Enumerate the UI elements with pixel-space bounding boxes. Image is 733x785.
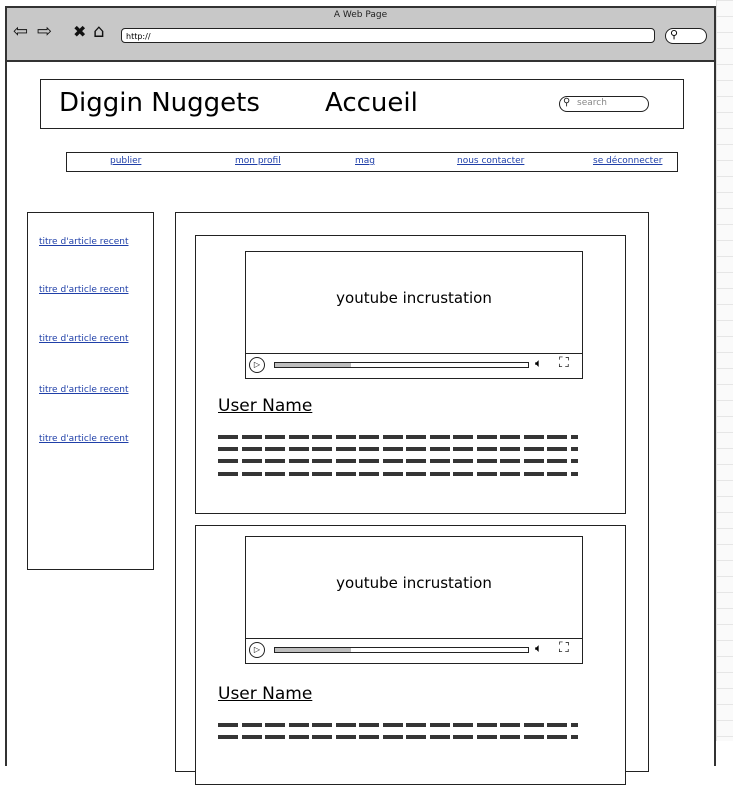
post-text-line [218, 447, 578, 451]
video-embed[interactable]: youtube incrustation ▷ 🔈︎ ⛶ [245, 251, 583, 379]
play-icon[interactable]: ▷ [249, 642, 265, 658]
page-title: Accueil [325, 88, 418, 118]
post-text-line [218, 459, 578, 463]
forward-arrow-icon[interactable]: ⇨ [37, 21, 53, 42]
browser-titlebar: A Web Page ⇦ ⇨ ✖ ⌂ http:// ⚲ [7, 8, 714, 62]
video-controls: ▷ 🔈︎ ⛶ [246, 353, 582, 378]
search-placeholder: search [577, 98, 607, 108]
video-progress-bar[interactable] [274, 647, 529, 653]
video-progress-fill [275, 648, 351, 652]
site-search-input[interactable]: ⚲ search [559, 96, 649, 112]
post-user-name[interactable]: User Name [218, 684, 313, 704]
site-name: Diggin Nuggets [59, 88, 260, 118]
recent-article-link[interactable]: titre d'article recent [39, 237, 129, 247]
recent-article-link[interactable]: titre d'article recent [39, 434, 129, 444]
recent-articles-sidebar: titre d'article recent titre d'article r… [27, 212, 154, 570]
search-icon: ⚲ [670, 28, 679, 41]
search-icon: ⚲ [563, 97, 571, 108]
back-arrow-icon[interactable]: ⇦ [13, 21, 29, 42]
post-text-line [218, 472, 578, 476]
nav-link-mon-profil[interactable]: mon profil [235, 156, 281, 166]
nav-link-publier[interactable]: publier [110, 156, 142, 166]
volume-icon[interactable]: 🔈︎ [535, 356, 543, 370]
recent-article-link[interactable]: titre d'article recent [39, 385, 129, 395]
site-header: Diggin Nuggets Accueil ⚲ search [40, 79, 684, 129]
post-card: youtube incrustation ▷ 🔈︎ ⛶ User Name [195, 525, 626, 785]
stop-icon[interactable]: ✖ [73, 22, 87, 41]
nav-link-mag[interactable]: mag [355, 156, 375, 166]
post-user-name[interactable]: User Name [218, 396, 313, 416]
canvas-grid [716, 0, 733, 741]
video-placeholder-label: youtube incrustation [336, 289, 492, 307]
video-placeholder-label: youtube incrustation [336, 574, 492, 592]
volume-icon[interactable]: 🔈︎ [535, 641, 543, 655]
play-icon[interactable]: ▷ [249, 357, 265, 373]
post-text-line [218, 723, 578, 727]
post-card: youtube incrustation ▷ 🔈︎ ⛶ User Name [195, 235, 626, 514]
browser-window: A Web Page ⇦ ⇨ ✖ ⌂ http:// ⚲ Diggin Nugg… [5, 6, 716, 785]
nav-link-se-deconnecter[interactable]: se déconnecter [593, 156, 663, 166]
window-title: A Web Page [333, 10, 388, 20]
home-icon[interactable]: ⌂ [93, 21, 105, 42]
main-nav: publier mon profil mag nous contacter se… [66, 152, 678, 172]
fullscreen-icon[interactable]: ⛶ [559, 640, 569, 656]
recent-article-link[interactable]: titre d'article recent [39, 285, 129, 295]
post-text-line [218, 435, 578, 439]
fullscreen-icon[interactable]: ⛶ [559, 355, 569, 371]
video-embed[interactable]: youtube incrustation ▷ 🔈︎ ⛶ [245, 536, 583, 664]
main-feed: youtube incrustation ▷ 🔈︎ ⛶ User Name yo… [175, 212, 649, 785]
video-controls: ▷ 🔈︎ ⛶ [246, 638, 582, 663]
url-bar[interactable]: http:// [121, 28, 655, 43]
recent-article-link[interactable]: titre d'article recent [39, 334, 129, 344]
video-progress-fill [275, 363, 351, 367]
nav-link-nous-contacter[interactable]: nous contacter [457, 156, 525, 166]
video-progress-bar[interactable] [274, 362, 529, 368]
browser-search-field[interactable]: ⚲ [665, 28, 707, 44]
post-text-line [218, 735, 578, 739]
